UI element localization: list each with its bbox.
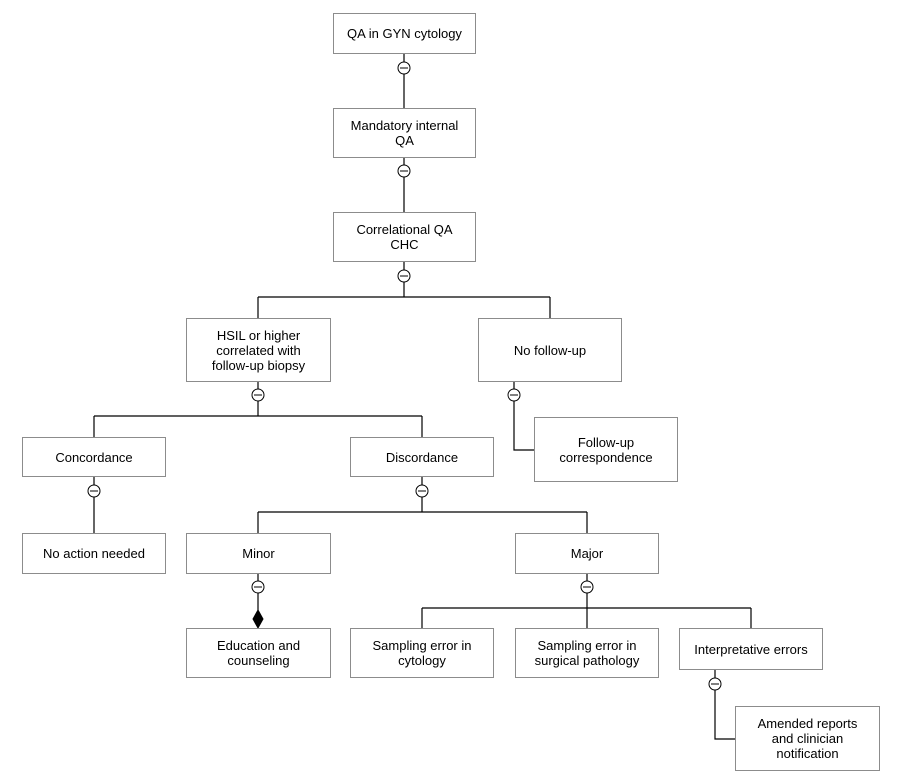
edge-nofollowup-correspondence [513, 382, 534, 451]
collapse-major-icon[interactable] [580, 580, 594, 594]
node-correlational-qa[interactable]: Correlational QA CHC [333, 212, 476, 262]
node-no-follow-up[interactable]: No follow-up [478, 318, 622, 382]
node-no-action-needed[interactable]: No action needed [22, 533, 166, 574]
collapse-nofollowup-icon[interactable] [507, 388, 521, 402]
collapse-interpretative-icon[interactable] [708, 677, 722, 691]
node-root[interactable]: QA in GYN cytology [333, 13, 476, 54]
node-sampling-error-surgical[interactable]: Sampling error in surgical pathology [515, 628, 659, 678]
node-amended-reports[interactable]: Amended reports and clinician notificati… [735, 706, 880, 771]
edge-interpretative-amended [714, 670, 735, 740]
collapse-minor-icon[interactable] [251, 580, 265, 594]
node-sampling-error-cytology[interactable]: Sampling error in cytology [350, 628, 494, 678]
node-interpretative-errors[interactable]: Interpretative errors [679, 628, 823, 670]
collapse-correlational-icon[interactable] [397, 269, 411, 283]
collapse-mandatory-icon[interactable] [397, 164, 411, 178]
collapse-concordance-icon[interactable] [87, 484, 101, 498]
collapse-discordance-icon[interactable] [415, 484, 429, 498]
node-mandatory-internal-qa[interactable]: Mandatory internal QA [333, 108, 476, 158]
aggregation-diamond-icon [252, 608, 264, 630]
collapse-root-icon[interactable] [397, 61, 411, 75]
node-follow-up-correspondence[interactable]: Follow-up correspondence [534, 417, 678, 482]
node-major[interactable]: Major [515, 533, 659, 574]
node-education-counseling[interactable]: Education and counseling [186, 628, 331, 678]
node-discordance[interactable]: Discordance [350, 437, 494, 477]
node-minor[interactable]: Minor [186, 533, 331, 574]
collapse-hsil-icon[interactable] [251, 388, 265, 402]
node-hsil[interactable]: HSIL or higher correlated with follow-up… [186, 318, 331, 382]
node-concordance[interactable]: Concordance [22, 437, 166, 477]
